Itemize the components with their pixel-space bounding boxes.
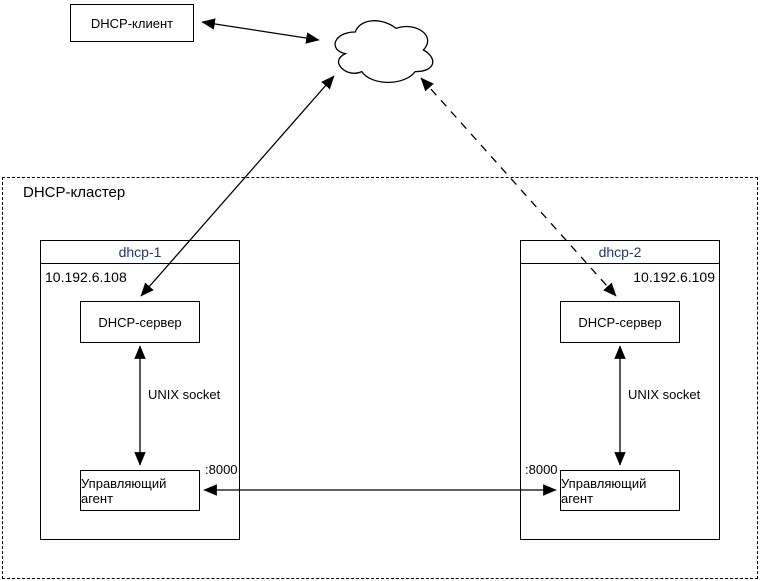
port-label-1: :8000 bbox=[205, 462, 238, 477]
edge-client-cloud bbox=[201, 18, 320, 44]
dhcp-server-box-2: DHCP-сервер bbox=[560, 301, 680, 343]
node-title-dhcp-1: dhcp-1 bbox=[41, 241, 239, 264]
dhcp-server-box-1: DHCP-сервер bbox=[80, 301, 200, 343]
node-title-dhcp-2: dhcp-2 bbox=[521, 241, 719, 264]
dhcp-server-label-2: DHCP-сервер bbox=[578, 314, 662, 330]
control-agent-label-2: Управляющий агент bbox=[561, 475, 647, 506]
control-agent-box-1: Управляющий агент bbox=[80, 470, 200, 511]
unix-socket-label-1: UNIX socket bbox=[148, 387, 221, 402]
dhcp-cluster-group: DHCP-кластер dhcp-1 10.192.6.108 DHCP-се… bbox=[2, 177, 758, 579]
node-dhcp-2: dhcp-2 10.192.6.109 DHCP-сервер UNIX soc… bbox=[520, 240, 720, 540]
unix-socket-label-2: UNIX socket bbox=[628, 387, 701, 402]
network-cloud-icon bbox=[334, 20, 434, 83]
dhcp-server-label-1: DHCP-сервер bbox=[98, 314, 182, 330]
control-agent-label-1: Управляющий агент bbox=[81, 475, 167, 506]
dhcp-client-label: DHCP-клиент bbox=[90, 15, 174, 31]
dhcp-client-node: DHCP-клиент bbox=[70, 4, 194, 42]
node-dhcp-1: dhcp-1 10.192.6.108 DHCP-сервер UNIX soc… bbox=[40, 240, 240, 540]
cluster-label: DHCP-кластер bbox=[23, 184, 126, 201]
control-agent-box-2: Управляющий агент bbox=[560, 470, 680, 511]
node-ip-dhcp-2: 10.192.6.109 bbox=[633, 269, 715, 285]
port-label-2: :8000 bbox=[525, 462, 558, 477]
node-ip-dhcp-1: 10.192.6.108 bbox=[45, 269, 127, 285]
